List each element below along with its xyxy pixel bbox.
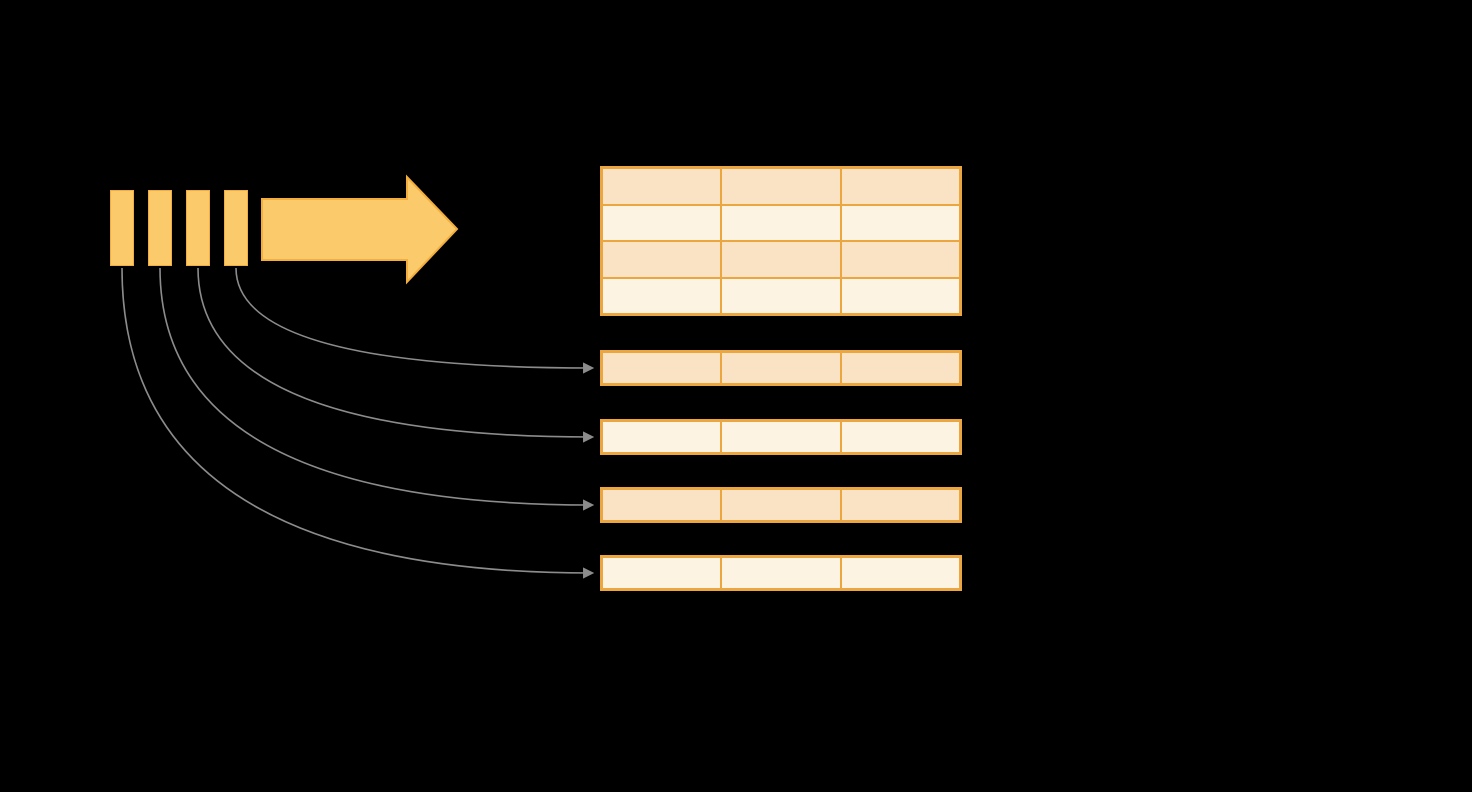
row-table-cell xyxy=(602,557,722,589)
main-table-cell xyxy=(840,168,960,205)
row-table-cell xyxy=(840,557,960,589)
mapping-connector xyxy=(235,267,595,374)
main-table-cell xyxy=(602,168,722,205)
mapping-connectors xyxy=(121,267,595,579)
row-table-cell xyxy=(721,489,841,521)
main-table-cell xyxy=(840,241,960,278)
main-table-cell xyxy=(602,241,722,278)
mapping-connector xyxy=(197,267,595,443)
row-table xyxy=(600,350,962,386)
stream-segment xyxy=(110,190,134,266)
flow-right-arrow-icon xyxy=(261,174,459,285)
row-table-cell xyxy=(840,352,960,384)
main-table-cell xyxy=(721,204,841,241)
stream-segment xyxy=(224,190,248,266)
stream-segment xyxy=(148,190,172,266)
mapping-connector xyxy=(121,267,595,579)
main-table xyxy=(600,166,962,316)
row-table-cell xyxy=(840,421,960,453)
main-table-cell xyxy=(602,204,722,241)
main-table-cell xyxy=(721,241,841,278)
main-table-cell xyxy=(721,168,841,205)
row-table-cell xyxy=(602,352,722,384)
main-table-cell xyxy=(840,204,960,241)
row-table-cell xyxy=(721,352,841,384)
row-table-cell xyxy=(602,421,722,453)
main-table-cell xyxy=(840,277,960,314)
row-table-cell xyxy=(602,489,722,521)
row-table xyxy=(600,419,962,455)
stream-segment xyxy=(186,190,210,266)
row-table xyxy=(600,487,962,523)
mapping-connector xyxy=(159,267,595,511)
main-table-cell xyxy=(602,277,722,314)
row-table xyxy=(600,555,962,591)
main-table-cell xyxy=(721,277,841,314)
row-table-cell xyxy=(840,489,960,521)
row-table-cell xyxy=(721,421,841,453)
row-table-cell xyxy=(721,557,841,589)
